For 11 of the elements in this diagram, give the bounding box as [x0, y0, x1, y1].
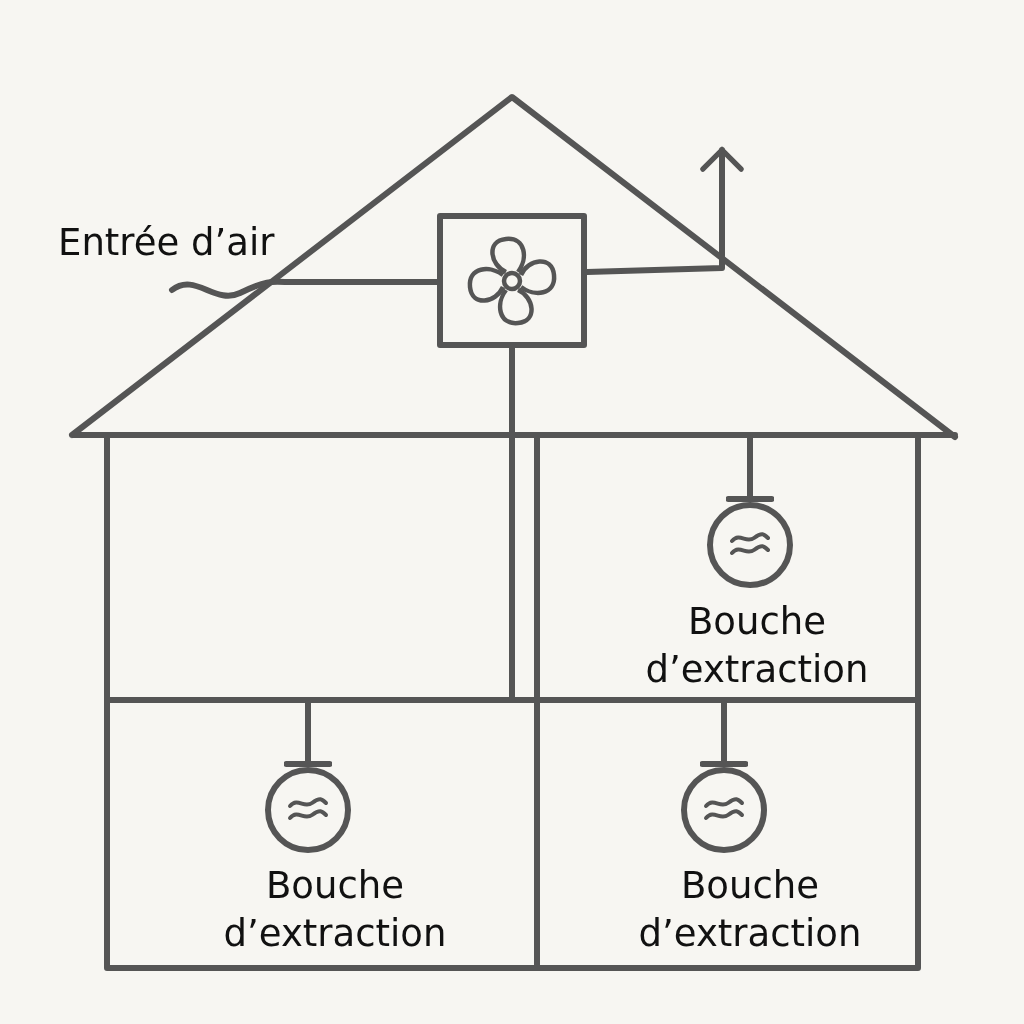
inlet-label: Entrée d’air [58, 220, 275, 266]
fan-unit [437, 213, 587, 348]
exhaust-arrow [584, 147, 744, 275]
vent-duct [283, 700, 333, 767]
vent-label: Bouche d’extraction [222, 863, 448, 957]
vent-label: Bouche d’extraction [644, 599, 870, 693]
duct [509, 345, 515, 700]
vent-label: Bouche d’extraction [637, 863, 863, 957]
vent-duct [699, 700, 749, 767]
duct [169, 278, 440, 299]
vent-duct [725, 435, 775, 502]
